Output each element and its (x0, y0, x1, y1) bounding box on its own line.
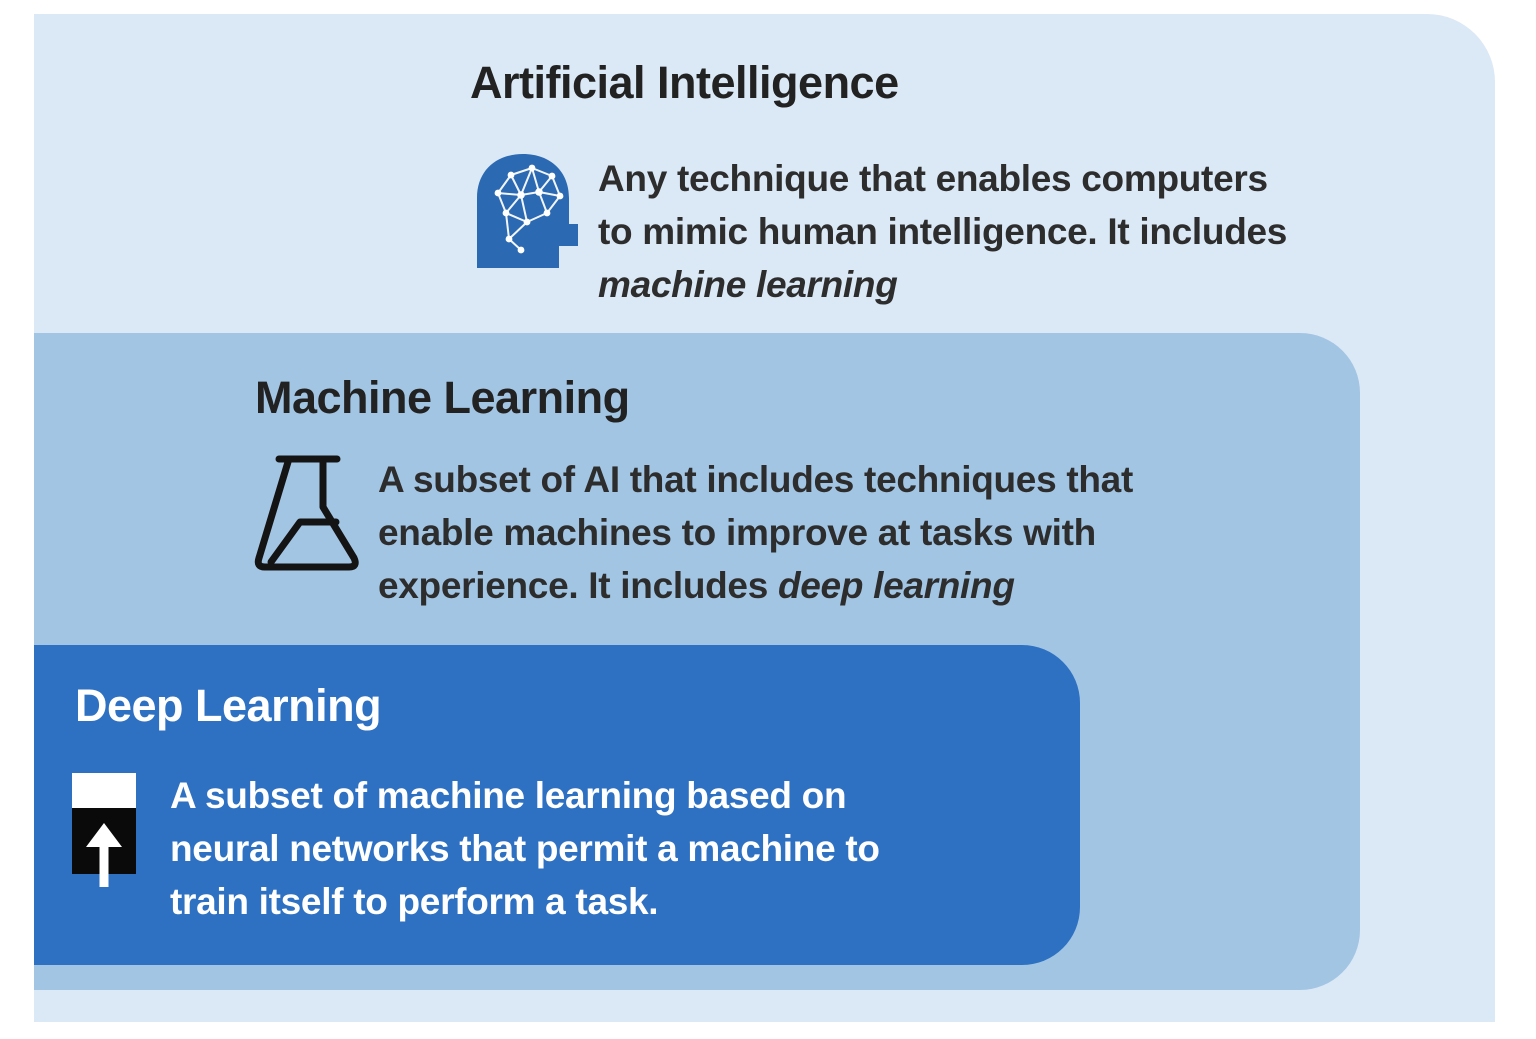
ml-desc-line1: A subset of AI that includes techniques … (378, 459, 1133, 500)
ml-desc-line3-prefix: experience. It includes (378, 565, 778, 606)
ml-desc-line2: enable machines to improve at tasks with (378, 512, 1096, 553)
head-neural-network-icon (465, 146, 591, 268)
dl-desc-line2: neural networks that permit a machine to (170, 828, 880, 869)
ai-desc-line1: Any technique that enables computers (598, 158, 1268, 199)
ai-desc-line3-italic: machine learning (598, 264, 898, 305)
ml-description: A subset of AI that includes techniques … (378, 453, 1133, 612)
ai-box: Artificial Intelligence (34, 14, 1495, 1022)
ai-desc-line2: to mimic human intelligence. It includes (598, 211, 1288, 252)
dl-title: Deep Learning (75, 680, 382, 731)
dl-desc-line3: train itself to perform a task. (170, 881, 659, 922)
erlenmeyer-flask-icon (251, 445, 373, 589)
layers-up-arrow-icon (72, 773, 136, 891)
dl-description: A subset of machine learning based on ne… (170, 769, 880, 928)
dl-desc-line1: A subset of machine learning based on (170, 775, 847, 816)
ml-box: Machine Learning A subset of AI that inc… (34, 333, 1360, 990)
ml-desc-line3-italic: deep learning (777, 565, 1015, 606)
ml-desc-line3: experience. It includes deep learning (378, 559, 1133, 612)
dl-box: Deep Learning A subset of machine learni… (34, 645, 1080, 965)
ai-description: Any technique that enables computers to … (598, 152, 1287, 311)
ai-title: Artificial Intelligence (470, 57, 899, 108)
ml-title: Machine Learning (255, 372, 630, 423)
